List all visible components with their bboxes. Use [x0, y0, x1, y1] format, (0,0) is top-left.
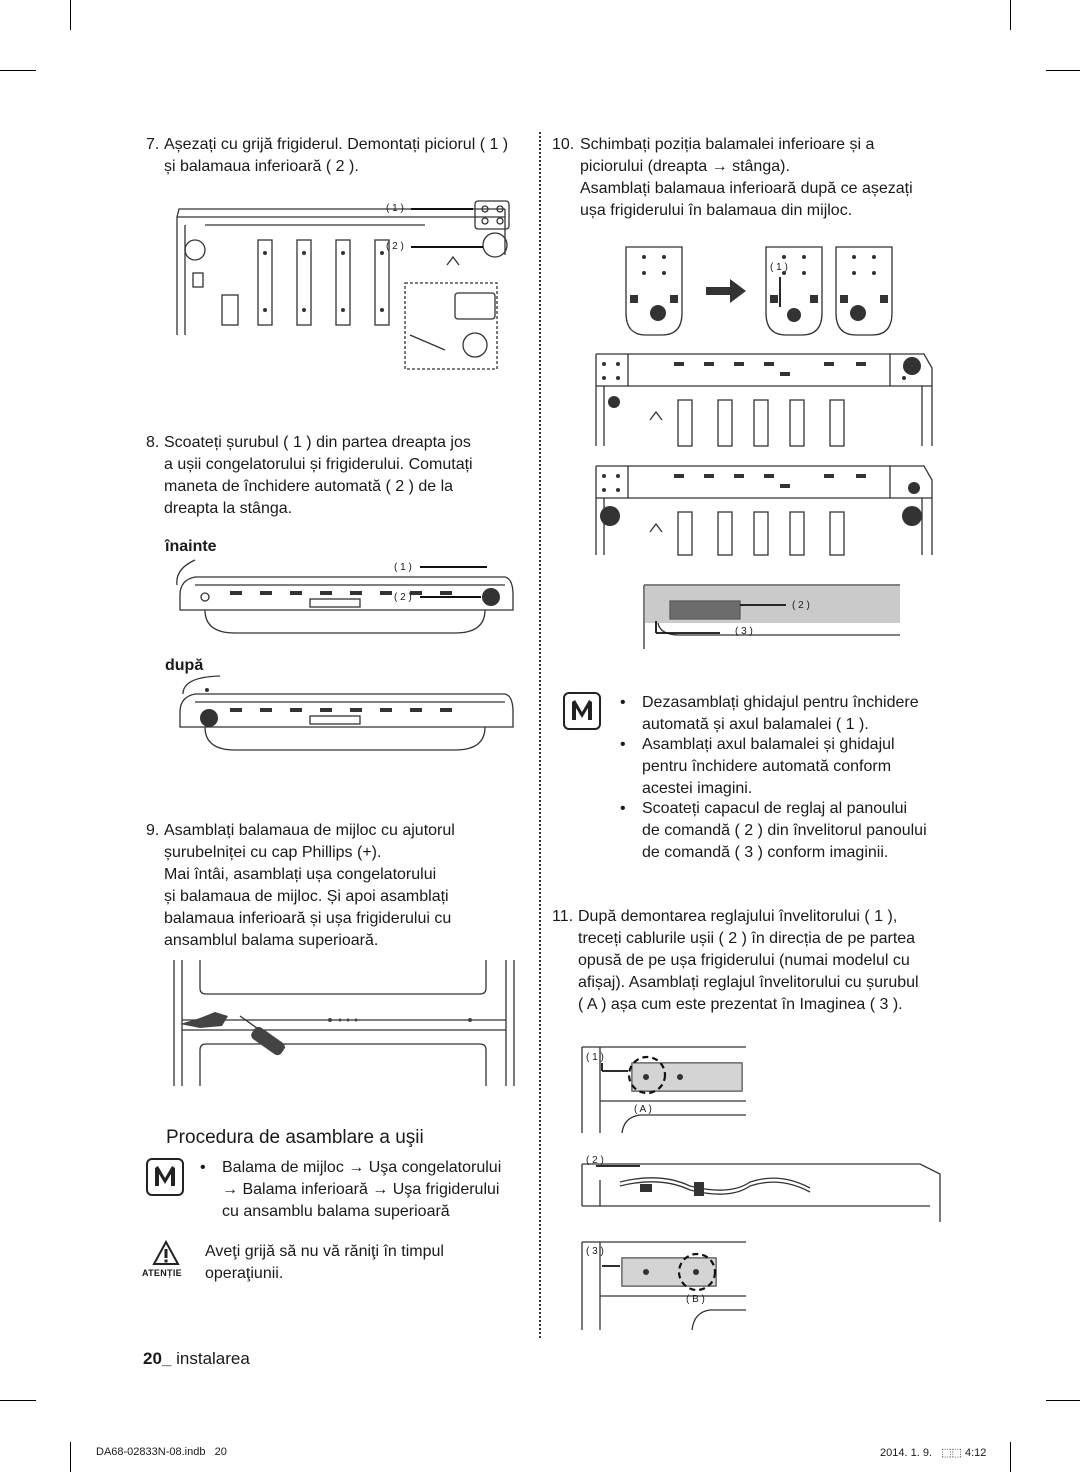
caution-label: ATENȚIE	[142, 1268, 182, 1278]
procedure-bullet: • Balama de mijloc → Uşa congelatorului …	[200, 1157, 530, 1223]
label-1: ( 1 )	[770, 262, 788, 273]
bullet-text-line: automată și axul balamalei ( 1 ).	[642, 716, 869, 733]
label-2: ( 2 )	[586, 1155, 604, 1166]
print-file-info: DA68-02833N-08.indb 20	[96, 1446, 227, 1458]
crop-mark	[1046, 70, 1080, 71]
step-text-line: maneta de închidere automată ( 2 ) de la	[164, 478, 454, 495]
figure-cover-adjust-1	[581, 1046, 746, 1134]
note-bullet: • Dezasamblați ghidajul pentru închidere…	[620, 692, 960, 736]
step-number: 10.	[552, 136, 575, 153]
bullet-text-line: Dezasamblați ghidajul pentru închidere	[642, 694, 919, 711]
crop-mark	[70, 0, 71, 30]
crop-mark	[0, 70, 36, 71]
figure-panel-cover	[643, 584, 900, 649]
figure-door-top-1	[595, 353, 933, 447]
step-8: 8. Scoateți șurubul ( 1 ) din partea dre…	[146, 432, 526, 520]
step-number: 8.	[146, 434, 160, 451]
step-text-line: ușa frigiderului în balamaua din mijloc.	[580, 202, 853, 219]
note-icon	[146, 1158, 184, 1196]
label-2: ( 2 )	[394, 592, 412, 603]
step-text-line: Schimbați poziția balamalei inferioare ș…	[580, 136, 875, 153]
label-before: înainte	[165, 538, 217, 555]
page-footer: 20_ instalarea	[143, 1348, 250, 1370]
section-title: Procedura de asamblare a uşii	[166, 1127, 424, 1148]
step-text-line: Scoateți șurubul ( 1 ) din partea dreapt…	[164, 434, 471, 451]
figure-cover-adjust-3	[581, 1241, 746, 1331]
bullet-text-line: Scoateți capacul de reglaj al panoului	[642, 800, 908, 817]
bullet-text-line: Asamblați axul balamalei și ghidajul	[642, 736, 895, 753]
caution-text-line: Aveţi grijă să nu vă răniţi în timpul	[205, 1243, 444, 1260]
bullet-text-line: → Balama inferioară → Uşa frigiderului	[222, 1181, 500, 1198]
print-date-info: 2014. 1. 9. ⬚⬚ 4:12	[880, 1447, 987, 1459]
note-bullet: • Asamblați axul balamalei și ghidajul p…	[620, 734, 960, 800]
step-7: 7. Așezați cu grijă frigiderul. Demontaț…	[146, 134, 526, 178]
figure-door-cables	[581, 1163, 941, 1222]
label-after: după	[165, 657, 204, 674]
step-text-line: piciorului (dreapta → stânga).	[580, 158, 790, 175]
step-text-line: dreapta la stânga.	[164, 500, 293, 517]
crop-mark	[1010, 1442, 1011, 1472]
step-9: 9. Asamblați balamaua de mijloc cu ajuto…	[146, 820, 526, 952]
label-2: ( 2 )	[386, 241, 404, 252]
figure-after	[179, 675, 514, 751]
column-divider	[539, 132, 541, 1338]
page-number: 20_	[143, 1349, 172, 1368]
bullet-text-line: Balama de mijloc → Uşa congelatorului	[222, 1159, 502, 1176]
step-text-line: opusă de pe ușa frigiderului (numai mode…	[578, 952, 910, 969]
figure-door-top-2	[595, 465, 933, 556]
step-number: 9.	[146, 822, 160, 839]
label-1: ( 1 )	[394, 562, 412, 573]
caution-text: Aveţi grijă să nu vă răniţi în timpul op…	[205, 1241, 525, 1285]
crop-mark	[0, 1400, 36, 1401]
figure-before	[176, 559, 514, 634]
label-1: ( 1 )	[586, 1052, 604, 1063]
step-text-line: Asamblați balamaua de mijloc cu ajutorul	[164, 822, 455, 839]
step-text-line: și balamaua inferioară ( 2 ).	[164, 158, 359, 175]
crop-mark	[1010, 0, 1011, 30]
step-number: 7.	[146, 136, 160, 153]
step-text-line: și balamaua de mijloc. Și apoi asamblați	[164, 888, 449, 905]
label-3: ( 3 )	[735, 626, 753, 637]
bullet-text-line: cu ansamblu balama superioară	[222, 1203, 450, 1220]
label-3: ( 3 )	[586, 1246, 604, 1257]
step-10: 10. Schimbați poziția balamalei inferioa…	[552, 134, 952, 222]
step-text-line: Așezați cu grijă frigiderul. Demontați p…	[164, 136, 509, 153]
figure-hinge-swap	[625, 246, 893, 336]
step-text-line: a ușii congelatorului și frigiderului. C…	[164, 456, 473, 473]
bullet-text-line: pentru închidere automată conform	[642, 758, 892, 775]
step-text-line: șurubelniței cu cap Phillips (+).	[164, 844, 382, 861]
step-text-line: Mai întâi, asamblați ușa congelatorului	[164, 866, 437, 883]
note-bullet: • Scoateți capacul de reglaj al panoului…	[620, 798, 980, 864]
label-1: ( 1 )	[386, 203, 404, 214]
step-text-line: afișaj). Asamblați reglajul învelitorulu…	[578, 974, 919, 991]
bullet-text-line: de comandă ( 2 ) din învelitorul panoulu…	[642, 822, 927, 839]
caution-icon	[152, 1240, 180, 1265]
step-number: 11.	[552, 908, 574, 925]
bullet-text-line: de comandă ( 3 ) conform imaginii.	[642, 844, 889, 861]
section-name: instalarea	[176, 1349, 250, 1368]
note-icon	[563, 692, 601, 730]
crop-mark	[70, 1442, 71, 1472]
step-text-line: ansamblul balama superioară.	[164, 932, 379, 949]
caution-text-line: operaţiunii.	[205, 1265, 284, 1282]
step-text-line: treceți cablurile ușii ( 2 ) în direcția…	[578, 930, 916, 947]
step-text-line: După demontarea reglajului învelitorului…	[578, 908, 898, 925]
crop-mark	[1046, 1400, 1080, 1401]
figure-middle-hinge	[173, 960, 515, 1086]
label-A: ( A )	[634, 1104, 652, 1115]
label-B: ( B )	[686, 1294, 705, 1305]
step-text-line: ( A ) așa cum este prezentat în Imaginea…	[578, 996, 903, 1013]
bullet-text-line: acestei imagini.	[642, 780, 753, 797]
step-text-line: Asamblați balamaua inferioară după ce aș…	[580, 180, 913, 197]
step-text-line: balamaua inferioară și ușa frigiderului …	[164, 910, 452, 927]
figure-lower-hinge-removal	[176, 200, 510, 370]
label-2: ( 2 )	[792, 600, 810, 611]
step-11: 11. După demontarea reglajului învelitor…	[552, 906, 972, 1016]
